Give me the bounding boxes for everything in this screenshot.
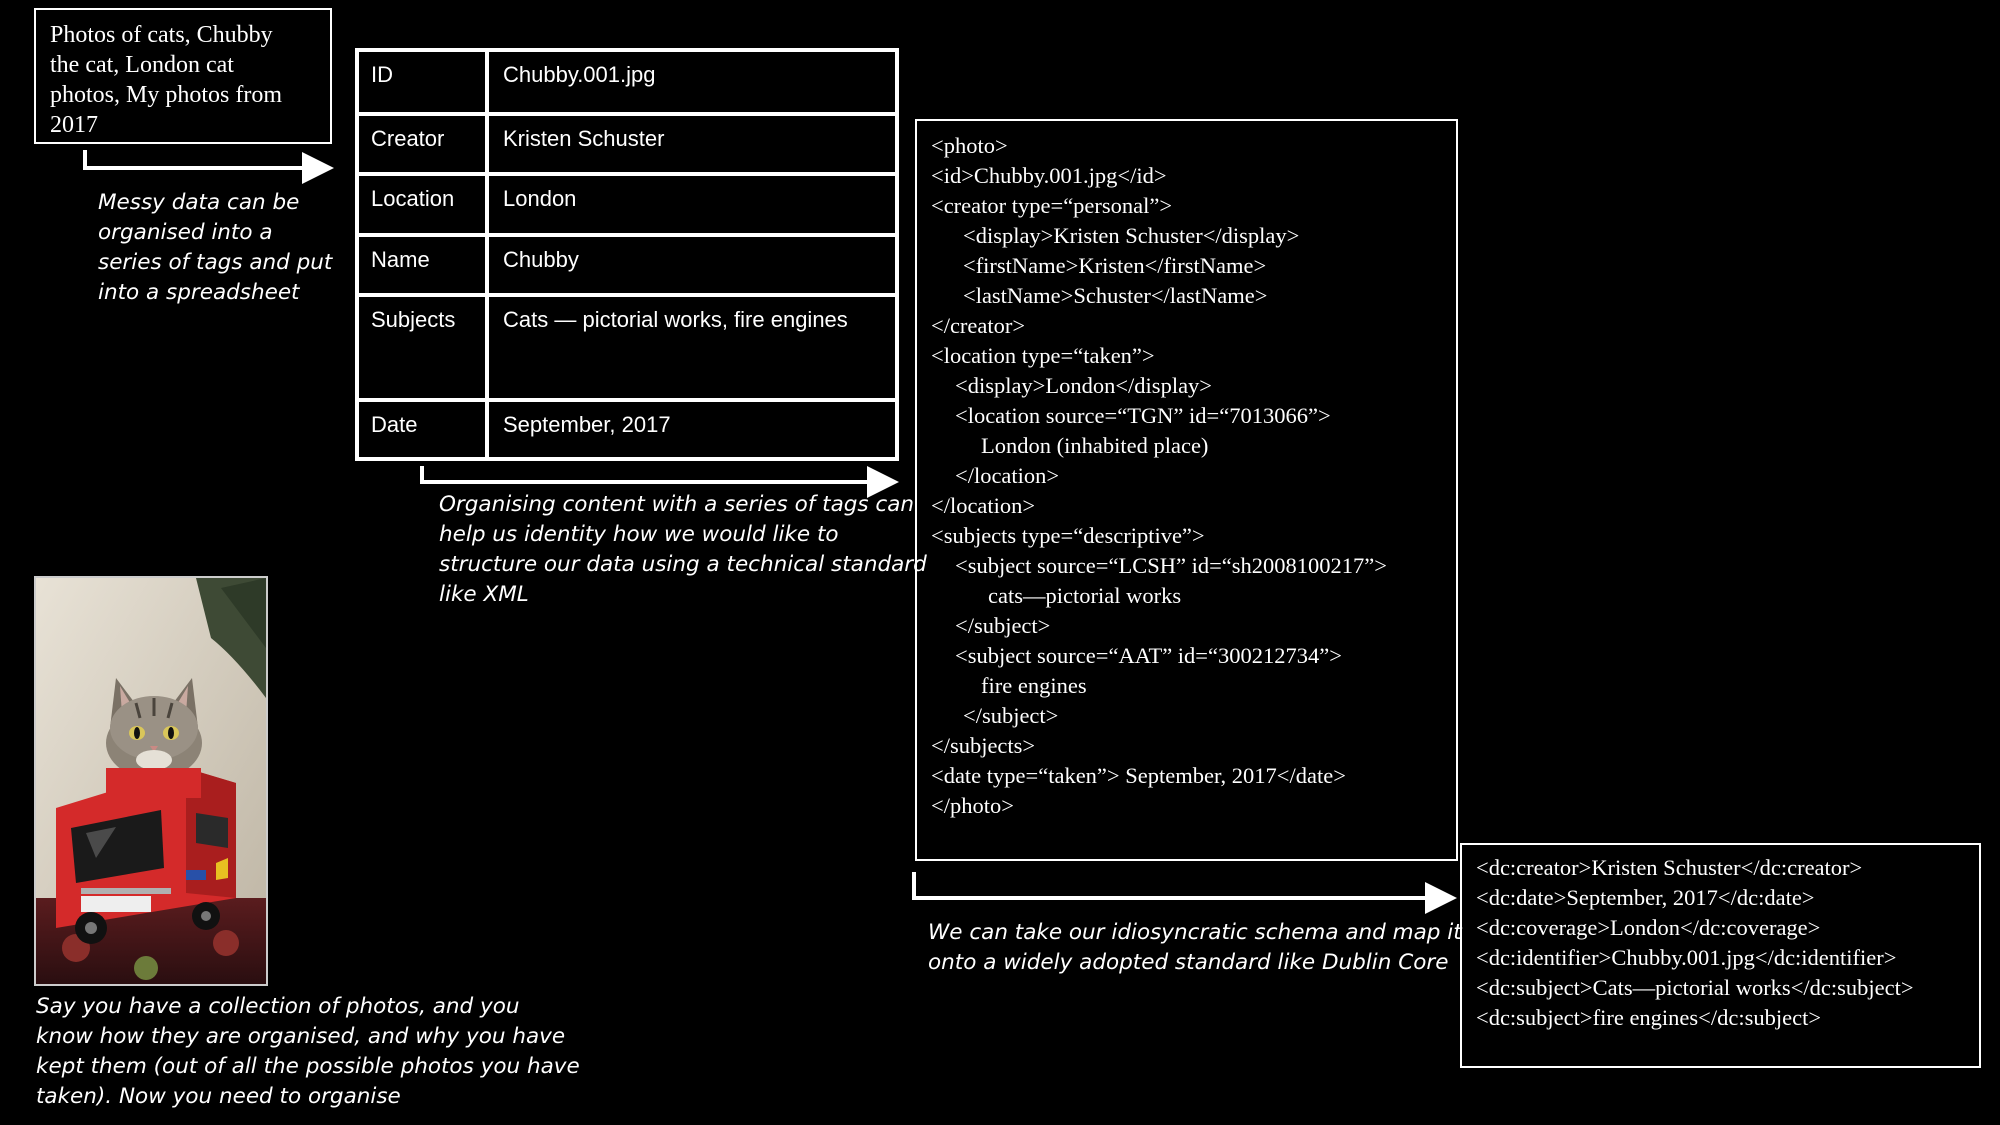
caption-line: into a spreadsheet	[98, 280, 300, 305]
xml-line: <lastName>Schuster</lastName>	[963, 283, 1268, 308]
dc-line: <dc:coverage>London</dc:coverage>	[1476, 915, 1821, 940]
caption-line: series of tags and put	[98, 250, 333, 275]
arrow-table-to-xml	[420, 466, 899, 498]
xml-code-box: <photo> <id>Chubby.001.jpg</id> <creator…	[915, 119, 1458, 861]
table-value-cell: Chubby	[503, 247, 579, 272]
caption-line: kept them (out of all the possible photo…	[36, 1054, 580, 1079]
xml-line: <location type=“taken”>	[931, 343, 1155, 368]
messy-line: the cat, London cat	[50, 52, 234, 78]
xml-line: <creator type=“personal”>	[931, 193, 1173, 218]
messy-data-box: Photos of cats, Chubby the cat, London c…	[34, 8, 332, 144]
xml-line: <subject source=“AAT” id=“300212734”>	[955, 643, 1342, 668]
caption-line: Say you have a collection of photos, and…	[36, 994, 520, 1019]
table-value-cell: London	[503, 186, 577, 211]
xml-line: </photo>	[931, 793, 1014, 818]
table-row: ID Chubby.001.jpg	[359, 52, 895, 112]
dublin-core-box: <dc:creator>Kristen Schuster</dc:creator…	[1460, 843, 1981, 1068]
messy-line: 2017	[50, 112, 98, 138]
xml-line: </location>	[931, 493, 1036, 518]
xml-line: </subject>	[955, 613, 1051, 638]
xml-line: <date type=“taken”> September, 2017</dat…	[931, 763, 1346, 788]
table-row: Date September, 2017	[359, 398, 895, 457]
table-key-cell: Name	[359, 237, 489, 293]
caption-tags: Organising content with a series of tags…	[439, 490, 927, 610]
table-row: Creator Kristen Schuster	[359, 112, 895, 172]
xml-line: </creator>	[931, 313, 1026, 338]
cat-photo-illustration	[36, 578, 266, 984]
caption-line: onto a widely adopted standard like Dubl…	[928, 950, 1449, 975]
xml-line: London (inhabited place)	[981, 433, 1209, 458]
table-row: Name Chubby	[359, 233, 895, 293]
table-value-cell: September, 2017	[503, 412, 671, 437]
table-key-cell: ID	[359, 52, 489, 112]
dc-line: <dc:creator>Kristen Schuster</dc:creator…	[1476, 855, 1863, 880]
caption-line: We can take our idiosyncratic schema and…	[928, 920, 1462, 945]
tag-table: ID Chubby.001.jpg Creator Kristen Schust…	[355, 48, 899, 461]
table-key-cell: Date	[359, 402, 489, 457]
messy-line: photos, My photos from	[50, 82, 283, 108]
caption-photo: Say you have a collection of photos, and…	[36, 992, 580, 1112]
dc-line: <dc:identifier>Chubby.001.jpg</dc:identi…	[1476, 945, 1897, 970]
xml-line: cats—pictorial works	[988, 583, 1182, 608]
caption-line: like XML	[439, 582, 529, 607]
caption-line: know how they are organised, and why you…	[36, 1024, 566, 1049]
dc-line: <dc:date>September, 2017</dc:date>	[1476, 885, 1815, 910]
xml-line: <location source=“TGN” id=“7013066”>	[955, 403, 1331, 428]
table-key-cell: Location	[359, 176, 489, 233]
xml-line: </location>	[955, 463, 1060, 488]
caption-line: organised into a	[98, 220, 273, 245]
caption-line: Organising content with a series of tags…	[439, 492, 915, 517]
xml-line: </subject>	[963, 703, 1059, 728]
cat-in-fire-truck-photo	[34, 576, 268, 986]
xml-line: <firstName>Kristen</firstName>	[963, 253, 1267, 278]
caption-line: Messy data can be	[98, 190, 300, 215]
dc-line: <dc:subject>Cats—pictorial works</dc:sub…	[1476, 975, 1914, 1000]
xml-line: </subjects>	[931, 733, 1036, 758]
arrow-messy-to-table	[83, 150, 334, 184]
xml-line: <subject source=“LCSH” id=“sh2008100217”…	[955, 553, 1387, 578]
xml-line: <display>Kristen Schuster</display>	[963, 223, 1300, 248]
xml-line: <subjects type=“descriptive”>	[931, 523, 1205, 548]
caption-line: help us identity how we would like to	[439, 522, 839, 547]
table-row: Subjects Cats — pictorial works, fire en…	[359, 293, 895, 398]
xml-line: <photo>	[931, 133, 1008, 158]
table-key-cell: Subjects	[359, 297, 489, 398]
table-value-cell: Chubby.001.jpg	[503, 62, 656, 87]
table-key-cell: Creator	[359, 116, 489, 172]
caption-line: structure our data using a technical sta…	[439, 552, 927, 577]
dc-line: <dc:subject>fire engines</dc:subject>	[1476, 1005, 1822, 1030]
table-value-cell: Kristen Schuster	[503, 126, 665, 151]
xml-line: <display>London</display>	[955, 373, 1212, 398]
table-row: Location London	[359, 172, 895, 233]
table-value-cell: Cats — pictorial works, fire engines	[503, 307, 848, 332]
caption-dublin-core: We can take our idiosyncratic schema and…	[928, 918, 1462, 978]
messy-line: Photos of cats, Chubby	[50, 22, 273, 48]
arrow-xml-to-dublin-core	[912, 872, 1457, 914]
caption-messy-data: Messy data can be organised into a serie…	[98, 188, 332, 308]
xml-line: <id>Chubby.001.jpg</id>	[931, 163, 1167, 188]
xml-line: fire engines	[981, 673, 1087, 698]
caption-line: taken). Now you need to organise	[36, 1084, 401, 1109]
